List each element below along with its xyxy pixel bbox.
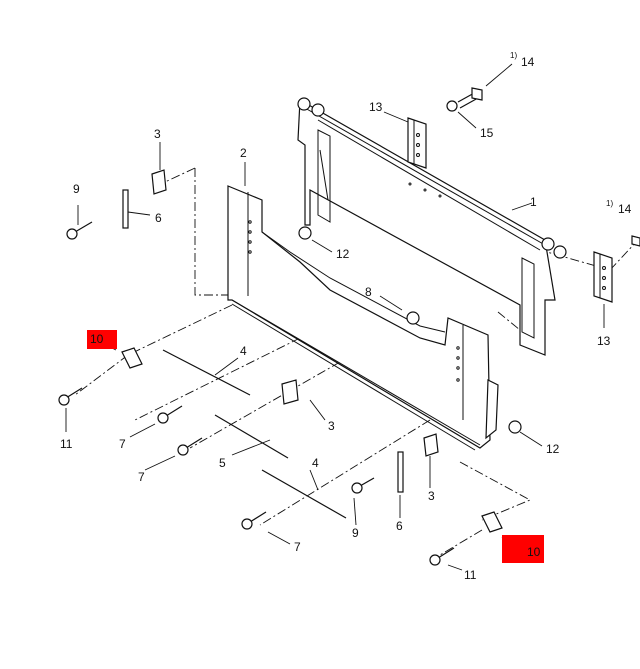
callout-3: 3 <box>328 419 335 433</box>
shim-part-6-upper <box>122 189 129 229</box>
callout-9: 9 <box>73 182 80 196</box>
callout-4: 4 <box>312 456 319 470</box>
callout-4: 4 <box>240 344 247 358</box>
bracket-part-13-upper <box>407 117 427 169</box>
nut-part-12-lower <box>508 420 522 434</box>
shim-part-6-lower <box>397 451 404 493</box>
bolt-part-14-right <box>631 235 640 247</box>
strip-part-5 <box>214 414 289 459</box>
callout-3: 3 <box>154 127 161 141</box>
wedge-part-10-left <box>121 347 143 369</box>
strip-part-4-lower <box>261 469 347 519</box>
nut-part-8 <box>406 311 420 325</box>
callout-13: 13 <box>597 334 611 348</box>
clip-part-3-middle <box>281 379 299 405</box>
callout-15: 15 <box>480 126 494 140</box>
highlight-box-10-right <box>502 535 544 563</box>
callout-2: 2 <box>240 146 247 160</box>
callout-3: 3 <box>428 489 435 503</box>
callout-11: 11 <box>464 568 477 582</box>
callout-10: 10 <box>90 332 104 346</box>
clip-part-3-lower <box>423 433 439 457</box>
callout-10: 10 <box>527 545 541 559</box>
strip-part-4-upper <box>162 349 251 396</box>
callout-7: 7 <box>138 470 145 484</box>
highlight-box-10-left <box>87 330 117 349</box>
callout-6: 6 <box>396 519 403 533</box>
bracket-part-13-right <box>593 251 613 303</box>
callout-8: 8 <box>365 285 372 299</box>
footnote-mark: 1) <box>510 51 517 60</box>
callout-5: 5 <box>219 456 226 470</box>
bolts <box>58 221 455 566</box>
bolt-part-14-upper <box>446 87 483 112</box>
callout-11: 11 <box>60 437 73 451</box>
wedge-part-10-right <box>481 511 503 533</box>
callout-9: 9 <box>352 526 359 540</box>
callout-1: 1 <box>530 195 537 209</box>
callout-7: 7 <box>119 437 126 451</box>
callout-6: 6 <box>155 211 162 225</box>
clip-part-3-upper <box>151 169 167 195</box>
footnote-mark: 1) <box>606 199 613 208</box>
front-plate-part-2 <box>227 185 499 451</box>
nut-part-12-upper <box>298 226 312 240</box>
callout-labels: 1 2 3 3 3 4 4 5 6 6 7 7 7 8 9 9 10 10 11… <box>60 51 632 582</box>
callout-14: 14 <box>618 202 632 216</box>
callout-12: 12 <box>336 247 350 261</box>
callout-14: 14 <box>521 55 535 69</box>
callout-7: 7 <box>294 540 301 554</box>
rear-frame-part-1 <box>297 97 567 356</box>
callout-12: 12 <box>546 442 560 456</box>
assembly-guide-lines <box>74 167 639 556</box>
callout-13: 13 <box>369 100 383 114</box>
